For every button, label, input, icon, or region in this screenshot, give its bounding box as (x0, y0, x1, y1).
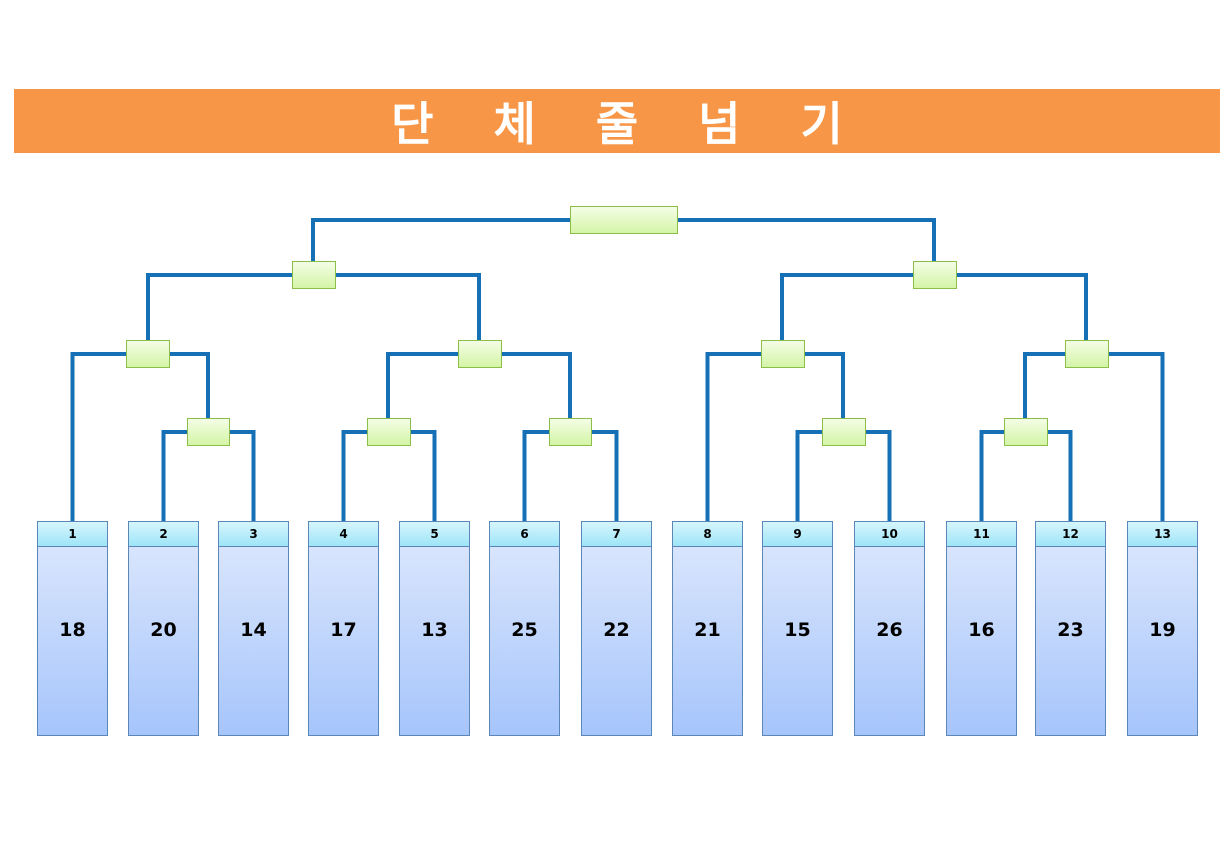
team-number: 11 (947, 522, 1016, 547)
team-card: 3 14 (218, 521, 289, 736)
team-card: 9 15 (762, 521, 833, 736)
team-number: 9 (763, 522, 832, 547)
team-score: 22 (603, 619, 630, 641)
team-score: 21 (694, 619, 721, 641)
match-box (822, 418, 866, 446)
team-number: 6 (490, 522, 559, 547)
team-score: 25 (511, 619, 538, 641)
title-banner: 단 체 줄 넘 기 (14, 89, 1220, 153)
match-box (913, 261, 957, 289)
team-score: 15 (784, 619, 811, 641)
team-number: 1 (38, 522, 107, 547)
team-score: 19 (1149, 619, 1176, 641)
match-box (549, 418, 592, 446)
team-number: 12 (1036, 522, 1105, 547)
team-card: 1 18 (37, 521, 108, 736)
team-card: 4 17 (308, 521, 379, 736)
team-score: 26 (876, 619, 903, 641)
team-score: 17 (330, 619, 357, 641)
team-number: 13 (1128, 522, 1197, 547)
team-card: 11 16 (946, 521, 1017, 736)
team-number: 2 (129, 522, 198, 547)
team-card: 5 13 (399, 521, 470, 736)
team-card: 13 19 (1127, 521, 1198, 736)
team-card: 6 25 (489, 521, 560, 736)
team-card: 8 21 (672, 521, 743, 736)
team-card: 2 20 (128, 521, 199, 736)
team-number: 4 (309, 522, 378, 547)
team-number: 5 (400, 522, 469, 547)
match-box (292, 261, 336, 289)
team-number: 8 (673, 522, 742, 547)
team-score: 23 (1057, 619, 1084, 641)
team-number: 7 (582, 522, 651, 547)
team-score: 18 (59, 619, 86, 641)
match-box (126, 340, 170, 368)
match-box (367, 418, 411, 446)
team-number: 3 (219, 522, 288, 547)
team-score: 13 (421, 619, 448, 641)
match-box (1065, 340, 1109, 368)
team-score: 14 (240, 619, 267, 641)
team-card: 7 22 (581, 521, 652, 736)
team-card: 10 26 (854, 521, 925, 736)
team-card: 12 23 (1035, 521, 1106, 736)
team-score: 16 (968, 619, 995, 641)
match-box (187, 418, 230, 446)
team-number: 10 (855, 522, 924, 547)
page-title: 단 체 줄 넘 기 (391, 97, 865, 151)
match-box (761, 340, 805, 368)
match-box (1004, 418, 1048, 446)
match-box (458, 340, 502, 368)
match-box (570, 206, 678, 234)
team-score: 20 (150, 619, 177, 641)
